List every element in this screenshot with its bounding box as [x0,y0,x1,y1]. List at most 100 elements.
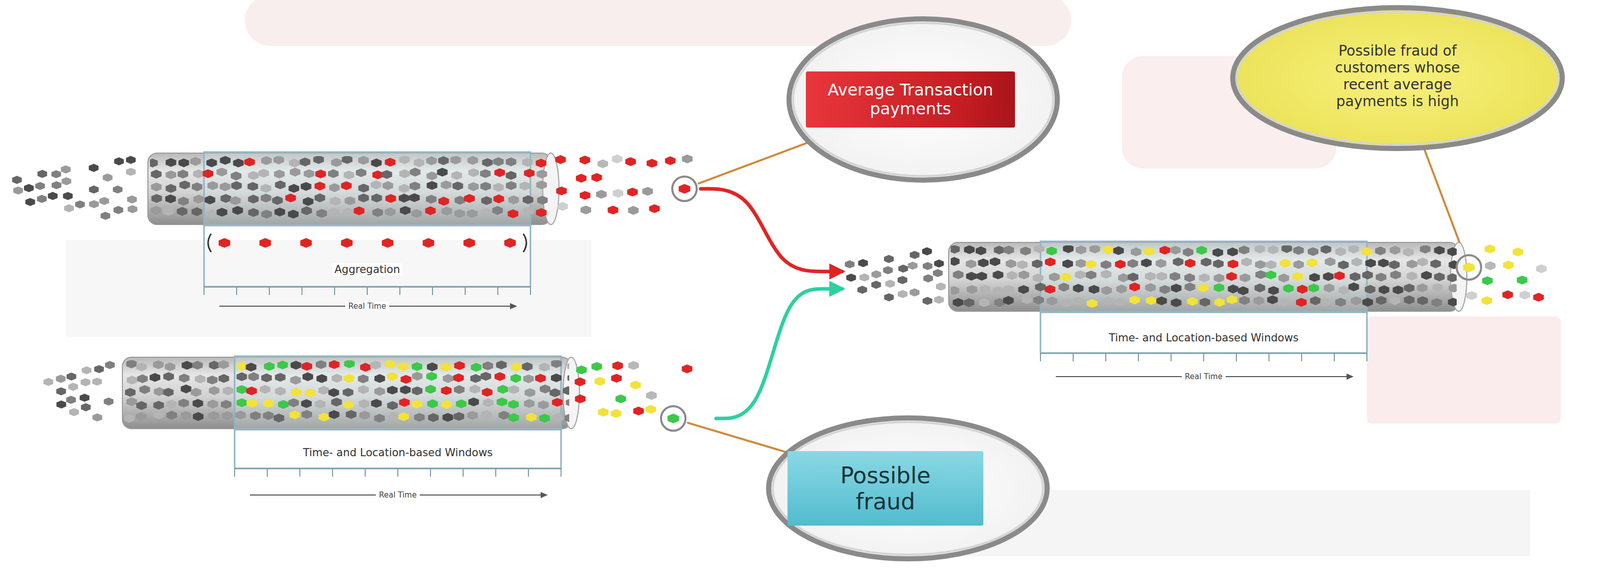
event-dot [467,156,479,165]
event-dot [193,194,205,204]
event-dot [932,268,943,277]
event-dot [922,296,933,306]
event-dot [1417,257,1429,267]
event-dot [1044,284,1056,294]
highlighted-event [667,413,680,424]
event-dot [1034,282,1046,292]
ghost-box [1366,316,1561,424]
callout-ring [789,18,1058,181]
event-dot [1447,273,1458,283]
event-dot [388,411,399,421]
event-dot [372,170,384,180]
event-dot [1351,296,1362,306]
event-dot [381,169,393,179]
event-dot [522,157,533,167]
event-dot [1173,257,1184,266]
event-dot [1127,259,1139,268]
event-dot [1296,297,1307,307]
event-dot [1268,286,1280,295]
ruler-tick [1170,352,1172,362]
event-dot [1348,282,1360,292]
event-dot [399,156,411,165]
event-dot [112,185,123,194]
event-dot [1129,282,1140,292]
event-dot [220,399,232,409]
event-dot [612,188,624,198]
event-dot [412,386,423,395]
event-dot [104,397,114,406]
event-dot [260,193,272,202]
event-dot [952,297,964,307]
event-dot [1338,285,1350,295]
event-dot [345,410,357,419]
event-dot [180,411,192,420]
leader-line [698,142,808,184]
event-dot [1127,272,1139,282]
event-dot [883,255,894,264]
event-dot [1199,297,1211,307]
ruler-tick [1072,352,1074,362]
event-dot [481,158,493,167]
event-dot [1323,271,1334,281]
event-dot [51,181,62,190]
event-dot [1306,258,1318,267]
event-dot [370,180,382,190]
event-dot [260,183,272,193]
event-dot [498,410,510,420]
event-dot [397,362,409,371]
event-dot [454,195,466,205]
event-dot [549,388,561,397]
event-dot [469,384,481,394]
event-dots [149,156,548,219]
event-dot [1102,245,1114,255]
event-dot [274,180,286,190]
ruler-tick [560,468,562,477]
event-dot [248,372,260,382]
event-dot [1113,246,1125,256]
event-dot [236,385,248,394]
time-arrow-head [1346,373,1354,380]
event-dot [628,360,640,370]
event-dot [1434,245,1445,255]
event-dot [263,398,274,408]
event-dot [1085,259,1097,269]
event-dot [579,155,591,165]
event-dot [341,181,352,190]
focus-ring [1456,255,1482,280]
event-dot [978,297,990,307]
callout-ring-inner [772,421,1044,555]
event-dot [136,400,147,410]
event-dot [249,411,261,420]
event-dot [1406,259,1418,269]
event-dot [370,360,382,370]
event-dot [299,157,311,167]
event-dot [264,361,275,371]
event-dots [950,245,1457,308]
event-dot [844,260,855,269]
event-dot [209,386,220,395]
event-dot [1297,284,1308,294]
event-dot [454,209,466,218]
ruler-tick [399,286,401,295]
event-dot [192,398,204,408]
event-dot [1184,282,1196,292]
event-dot [314,399,326,409]
event-dot [219,182,231,191]
ruler-tick [497,286,499,295]
event-dot [151,193,163,203]
outgoing-dots [574,360,693,418]
event-dot [575,173,587,183]
event-dot [1169,271,1181,281]
event-dot [1184,258,1196,268]
event-dot [1073,283,1084,293]
event-dot [468,182,479,191]
ruler-tick [236,286,238,295]
event-dot [1073,296,1084,306]
event-dot [524,388,536,397]
ruler-tick [334,286,336,295]
event-dot [1320,297,1332,307]
event-dot [387,400,398,410]
event-dot [165,194,176,203]
event-dot [231,181,242,190]
event-dot [166,399,177,409]
